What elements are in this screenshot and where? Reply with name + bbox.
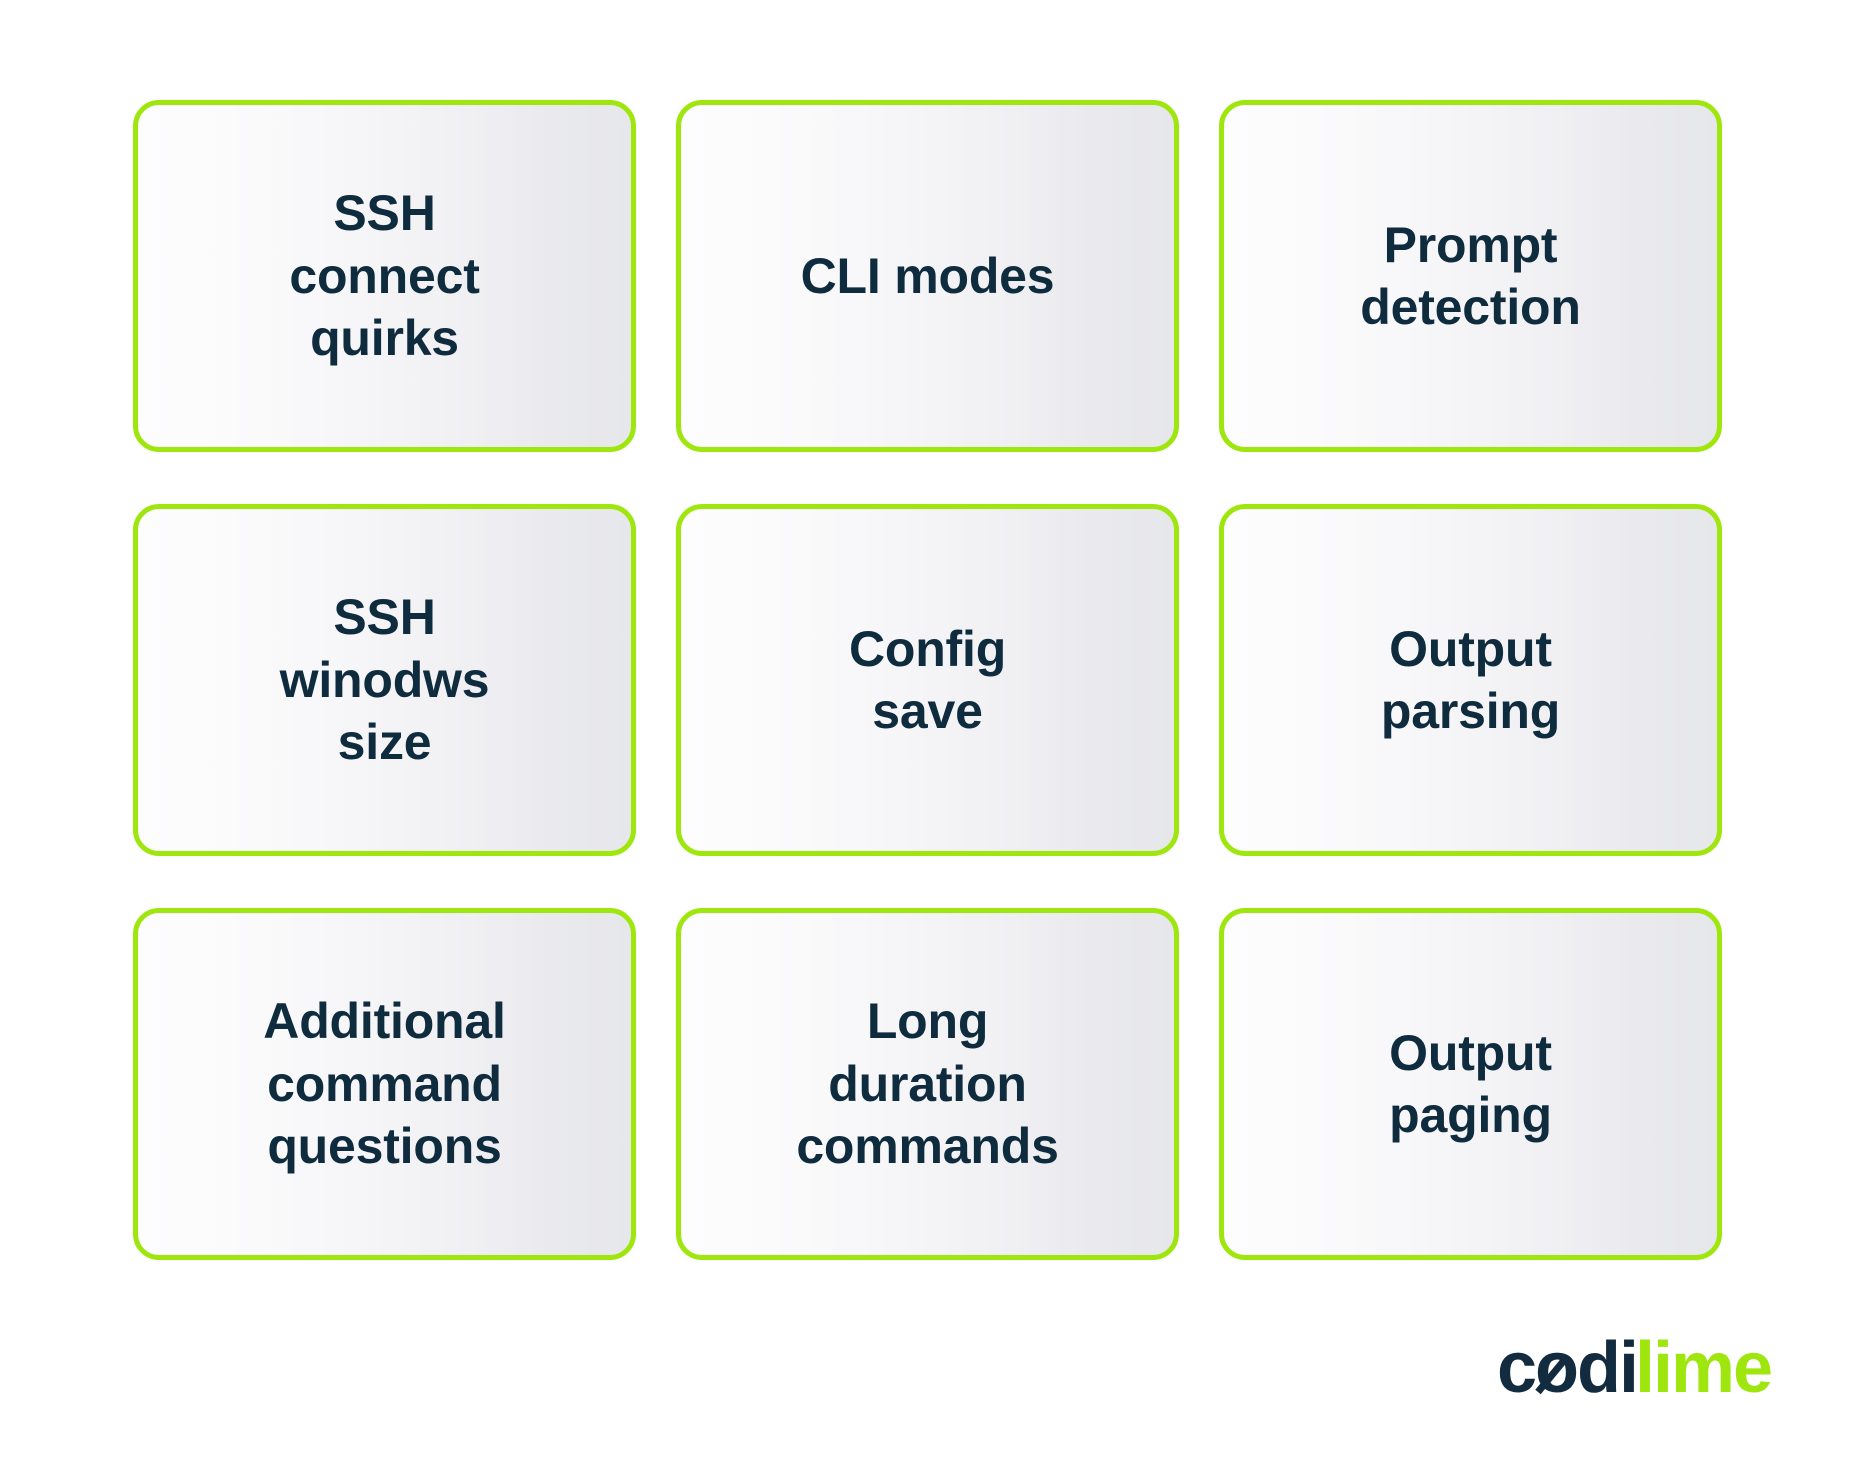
card-prompt-detection[interactable]: Prompt detection [1219,100,1722,452]
codilime-logo: codi lime [1497,1332,1789,1414]
card-ssh-winodws-size[interactable]: SSH winodws size [133,504,636,856]
card-cli-modes[interactable]: CLI modes [676,100,1179,452]
card-label: Config save [848,620,1007,740]
card-config-save[interactable]: Config save [676,504,1179,856]
card-label: Prompt detection [1360,216,1581,336]
logo-text-codi: codi [1497,1332,1637,1408]
card-label: Additional command questions [263,993,506,1175]
card-output-parsing[interactable]: Output parsing [1219,504,1722,856]
card-label: Output paging [1389,1024,1552,1144]
card-ssh-connect-quirks[interactable]: SSH connect quirks [133,100,636,452]
card-label: SSH winodws size [279,589,490,771]
logo-text-lime: lime [1635,1332,1771,1408]
logo-o-slash-icon [1535,1355,1569,1395]
card-long-duration-commands[interactable]: Long duration commands [676,908,1179,1260]
feature-card-grid: SSH connect quirks CLI modes Prompt dete… [133,100,1722,1260]
card-label: CLI modes [800,247,1055,304]
card-output-paging[interactable]: Output paging [1219,908,1722,1260]
card-label: Output parsing [1380,620,1561,740]
card-label: SSH connect quirks [289,185,480,367]
card-additional-command-questions[interactable]: Additional command questions [133,908,636,1260]
card-label: Long duration commands [796,993,1059,1175]
